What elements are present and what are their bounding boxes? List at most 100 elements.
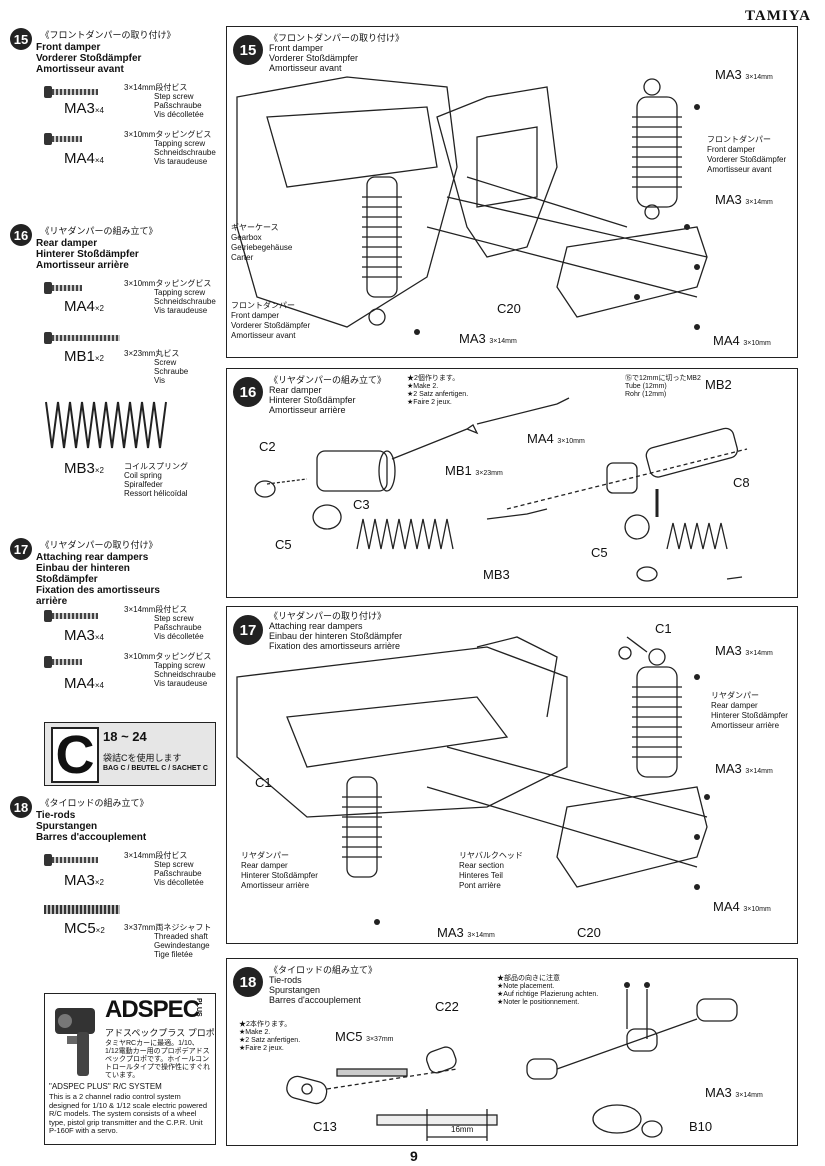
page-number: 9 — [410, 1148, 418, 1164]
step-title-jp: 《リヤダンパーの取り付け》 — [40, 540, 158, 550]
bag-letter: C — [51, 727, 99, 783]
step-title-jp: 《フロントダンパーの取り付け》 — [40, 30, 176, 40]
adspec-en-body: This is a 2 channel radio control system… — [49, 1092, 208, 1136]
step-title-fr: arrière — [36, 596, 68, 607]
coil-spring-icon — [45, 401, 167, 449]
sidebar-step-16: 16 《リヤダンパーの組み立て》 Rear damper Hinterer St… — [10, 224, 220, 271]
step-number: 18 — [10, 796, 32, 818]
bag-jp: 袋詰Cを使用します — [103, 753, 182, 763]
label-ma4: MA4 3×10mm — [527, 431, 585, 446]
label-c5: C5 — [275, 537, 292, 552]
step-title-en: Rear damper — [36, 238, 98, 249]
step-title-en: Tie-rods — [36, 810, 76, 821]
bag-step-range: 18 ~ 24 — [103, 729, 147, 744]
step-number: 16 — [10, 224, 32, 246]
step-title-de: Hinterer Stoßdämpfer — [36, 249, 139, 260]
label-c5: C5 — [591, 545, 608, 560]
step-title-jp: 《リヤダンパーの組み立て》 — [40, 226, 158, 236]
step-title-en: Attaching rear dampers — [36, 552, 149, 563]
label-mc5: MC5 3×37mm — [335, 1029, 394, 1044]
sidebar-step-15: 15 《フロントダンパーの取り付け》 Front damper Vorderer… — [10, 28, 220, 75]
label-ma3: MA3 3×14mm — [437, 925, 495, 940]
label-mb3: MB3 — [483, 567, 510, 582]
label-ma3: MA3 3×14mm — [715, 192, 773, 207]
step-title-de: Vorderer Stoßdämpfer — [36, 53, 142, 64]
part-code: MB3×2 — [64, 460, 104, 477]
adspec-ad: ADSPEC PLUS アドスペックプラス プロポ タミヤRCカーに最適。1/1… — [44, 993, 216, 1145]
label-mb2: MB2 — [705, 377, 732, 392]
adspec-logo: ADSPEC — [105, 996, 200, 1023]
rear-damper-diagram — [254, 397, 748, 582]
transmitter-icon — [55, 1008, 95, 1076]
label-c22: C22 — [435, 999, 459, 1014]
bag-label: BAG C / BEUTEL C / SACHET C — [103, 765, 208, 772]
label-ma4: MA4 3×10mm — [713, 333, 771, 348]
step-number: 17 — [10, 538, 32, 560]
part-code: MA3×4 — [64, 627, 104, 644]
label-b10: B10 — [689, 1119, 713, 1134]
part-code: MA4×2 — [64, 298, 104, 315]
label-c20: C20 — [497, 301, 521, 316]
label-ma4: MA4 3×10mm — [713, 899, 771, 914]
label-ma3: MA3 3×14mm — [715, 67, 773, 82]
threaded-shaft-icon — [44, 905, 120, 914]
adspec-plus: PLUS — [195, 998, 202, 1017]
front-damper-diagram — [236, 76, 708, 335]
part-code: MA3×4 — [64, 100, 104, 117]
step-title-en: Front damper — [36, 42, 101, 53]
dimension-label: 16mm — [451, 1125, 474, 1134]
step-number: 18 — [233, 967, 263, 997]
rear-damper-mount-diagram — [236, 636, 710, 925]
label-c3: C3 — [353, 497, 370, 512]
label-c2: C2 — [259, 439, 276, 454]
label-c13: C13 — [313, 1119, 337, 1134]
step-title-fr: Amortisseur avant — [36, 64, 124, 75]
label-ma3: MA3 3×14mm — [715, 761, 773, 776]
label-c20: C20 — [577, 925, 601, 940]
brand-logo: TAMIYA — [744, 8, 811, 24]
step-title-de: Einbau der hinteren — [36, 563, 130, 574]
step-title-fr: Fixation des amortisseurs — [36, 585, 160, 596]
step-title-fr: Barres d'accouplement — [36, 832, 147, 843]
part-code: MC5×2 — [64, 920, 105, 937]
part-code: MA4×4 — [64, 150, 104, 167]
step-title-jp: 《タイロッドの組み立て》 — [40, 798, 149, 808]
step-title-de: Spurstangen — [36, 821, 98, 832]
label-ma3: MA3 3×14mm — [459, 331, 517, 346]
step-number: 16 — [233, 377, 263, 407]
step-number: 15 — [233, 35, 263, 65]
label-ma3: MA3 3×14mm — [715, 643, 773, 658]
part-code: MB1×2 — [64, 348, 104, 365]
adspec-jp-title: アドスペックプラス プロポ — [105, 1028, 215, 1038]
label-c1: C1 — [255, 775, 272, 790]
part-code: MA4×4 — [64, 675, 104, 692]
label-c8: C8 — [733, 475, 750, 490]
label-mb1: MB1 3×23mm — [445, 463, 503, 478]
bag-c-box: C 18 ~ 24 袋詰Cを使用します BAG C / BEUTEL C / S… — [44, 722, 216, 786]
adspec-en-title: "ADSPEC PLUS" R/C SYSTEM — [49, 1082, 162, 1091]
step-title-fr: Amortisseur arrière — [36, 260, 129, 271]
label-ma3: MA3 3×14mm — [705, 1085, 763, 1100]
